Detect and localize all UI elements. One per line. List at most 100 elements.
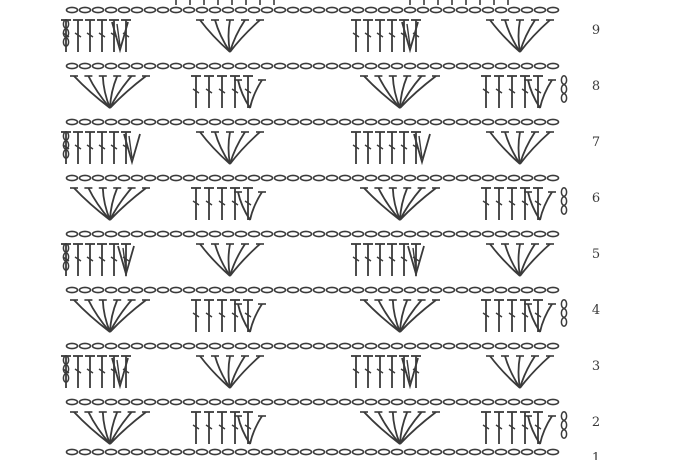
double-crochet: [507, 75, 517, 108]
chain-stitch: [182, 342, 196, 350]
chain-stitch: [130, 448, 144, 456]
chain-stitch: [364, 286, 378, 294]
chain-stitch: [481, 342, 495, 350]
chain-stitch: [494, 174, 508, 182]
chain-stitch: [481, 6, 495, 14]
cluster-fan: [70, 411, 150, 445]
chain-stitch: [78, 230, 92, 238]
chain-stitch: [416, 230, 430, 238]
chain-stitch: [65, 342, 79, 350]
chain-stitch: [494, 6, 508, 14]
chain-stitch: [481, 398, 495, 406]
chain-stitch: [169, 118, 183, 126]
cluster-fan: [196, 355, 264, 389]
chain-stitch: [234, 230, 248, 238]
cluster-fan: [486, 243, 554, 277]
double-crochet: [494, 187, 504, 220]
chain-stitch: [533, 286, 547, 294]
chain-stitch: [182, 174, 196, 182]
chain-stitch: [325, 62, 339, 70]
chain-stitch: [403, 174, 417, 182]
chain-stitch: [208, 342, 222, 350]
chain-stitch: [546, 398, 560, 406]
chain-stitch: [169, 62, 183, 70]
chain-stitch: [481, 286, 495, 294]
chain-stitch: [312, 398, 326, 406]
chain-stitch: [442, 62, 456, 70]
chain-stitch: [247, 448, 261, 456]
chain-stitch: [507, 62, 521, 70]
chain-stitch: [312, 342, 326, 350]
chain-stitch: [338, 62, 352, 70]
chain-stitch: [286, 62, 300, 70]
chain-stitch: [104, 118, 118, 126]
chain-stitch: [247, 6, 261, 14]
chain-stitch: [507, 6, 521, 14]
chart-row: 9: [61, 6, 600, 54]
chain-stitch: [130, 230, 144, 238]
chain-stitch: [429, 286, 443, 294]
chain-stitch: [403, 342, 417, 350]
chain-stitch: [234, 398, 248, 406]
chain-stitch: [468, 398, 482, 406]
cluster-fan: [407, 245, 425, 278]
chain-stitch: [78, 342, 92, 350]
chain-stitch: [286, 286, 300, 294]
chain-stitch: [247, 174, 261, 182]
chain-stitch: [390, 398, 404, 406]
row-number-label: 2: [592, 415, 600, 430]
chart-row: 3: [61, 342, 600, 390]
turning-chain: [62, 19, 70, 47]
chain-stitch: [325, 286, 339, 294]
chain-stitch: [455, 286, 469, 294]
chain-stitch: [507, 342, 521, 350]
turning-chain: [560, 299, 568, 327]
chain-stitch: [481, 62, 495, 70]
chain-stitch: [156, 398, 170, 406]
double-crochet: [230, 75, 240, 108]
chain-stitch: [273, 230, 287, 238]
double-crochet: [121, 19, 131, 52]
chain-stitch: [182, 118, 196, 126]
chain-stitch: [442, 174, 456, 182]
double-crochet: [375, 355, 385, 388]
chain-stitch: [338, 230, 352, 238]
chain-stitch: [429, 230, 443, 238]
chain-stitch: [351, 398, 365, 406]
chain-stitch: [117, 6, 131, 14]
chain-stitch: [377, 230, 391, 238]
chain-stitch: [65, 448, 79, 456]
chain-stitch: [65, 398, 79, 406]
chain-stitch: [195, 286, 209, 294]
cluster-fan: [117, 245, 135, 278]
chain-stitch: [195, 448, 209, 456]
chain-stitch: [325, 448, 339, 456]
chain-stitch: [156, 174, 170, 182]
double-crochet: [191, 187, 201, 220]
chain-stitch: [507, 230, 521, 238]
double-crochet: [520, 299, 530, 332]
double-crochet: [520, 187, 530, 220]
chain-stitch: [156, 342, 170, 350]
double-crochet: [351, 131, 361, 164]
chain-stitch: [429, 448, 443, 456]
chain-stitch: [338, 118, 352, 126]
chain-stitch: [117, 62, 131, 70]
double-crochet: [507, 411, 517, 444]
chain-stitch: [481, 174, 495, 182]
chain-stitch: [286, 118, 300, 126]
chain-stitch: [390, 118, 404, 126]
chain-stitch: [247, 286, 261, 294]
double-crochet: [481, 299, 491, 332]
double-crochet: [481, 75, 491, 108]
double-crochet: [494, 411, 504, 444]
chain-stitch: [468, 62, 482, 70]
chain-stitch: [208, 174, 222, 182]
chain-stitch: [429, 118, 443, 126]
chain-stitch: [546, 286, 560, 294]
double-crochet: [217, 75, 227, 108]
chain-stitch: [273, 342, 287, 350]
chain-stitch: [221, 6, 235, 14]
chain-stitch: [104, 174, 118, 182]
double-crochet: [243, 75, 253, 108]
